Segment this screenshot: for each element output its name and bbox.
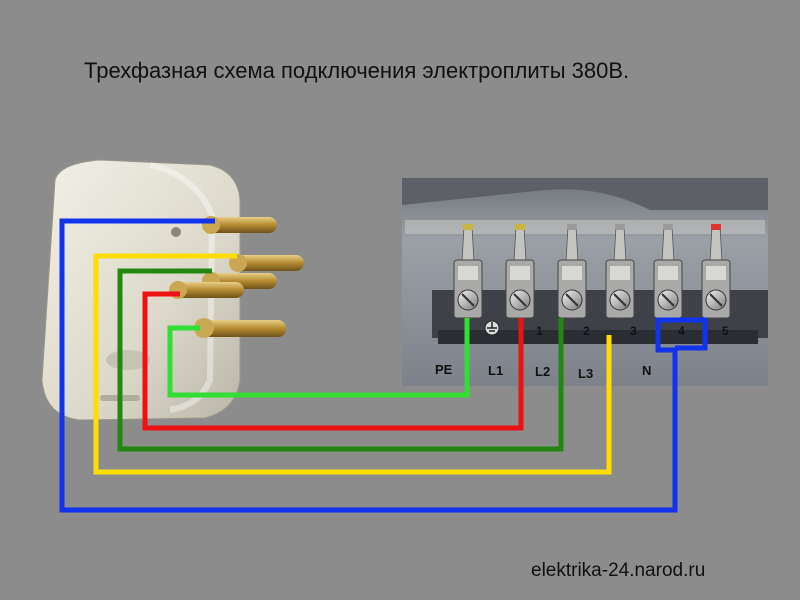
three-phase-plug-icon xyxy=(41,159,304,421)
terminal-clamp xyxy=(653,224,683,319)
terminal-block-icon xyxy=(402,178,768,386)
terminal-clamp xyxy=(701,224,731,319)
terminal-label-n: N xyxy=(642,363,651,378)
plug-pin-l3 xyxy=(229,254,304,272)
ground-symbol-icon xyxy=(484,320,500,336)
terminal-number-1: 1 xyxy=(536,324,543,338)
terminal-number-2: 2 xyxy=(583,324,590,338)
terminal-number-5: 5 xyxy=(722,324,729,338)
terminal-numbers: 1 2 3 4 5 xyxy=(536,324,729,338)
site-url: elektrika-24.narod.ru xyxy=(531,560,706,581)
plug-pin-l1 xyxy=(169,281,244,299)
wire-l1 xyxy=(142,291,524,431)
terminal-clamp xyxy=(505,224,535,319)
terminal-number-4: 4 xyxy=(678,324,685,338)
wire-n xyxy=(59,218,708,513)
terminal-label-l2: L2 xyxy=(535,364,550,379)
plug-pin-pe xyxy=(194,318,286,338)
terminal-number-3: 3 xyxy=(630,324,637,338)
terminal-clamp xyxy=(453,224,483,319)
terminal-label-l1: L1 xyxy=(488,363,503,378)
terminal-clamp xyxy=(557,224,587,319)
diagram-title: Трехфазная схема подключения электроплит… xyxy=(84,58,630,83)
terminal-label-l3: L3 xyxy=(578,366,593,381)
terminal-clamp xyxy=(605,224,635,319)
wire-l2 xyxy=(117,268,564,452)
wire-pe xyxy=(167,318,470,398)
wire-l3 xyxy=(93,253,612,475)
terminal-label-pe: PE xyxy=(435,362,453,377)
